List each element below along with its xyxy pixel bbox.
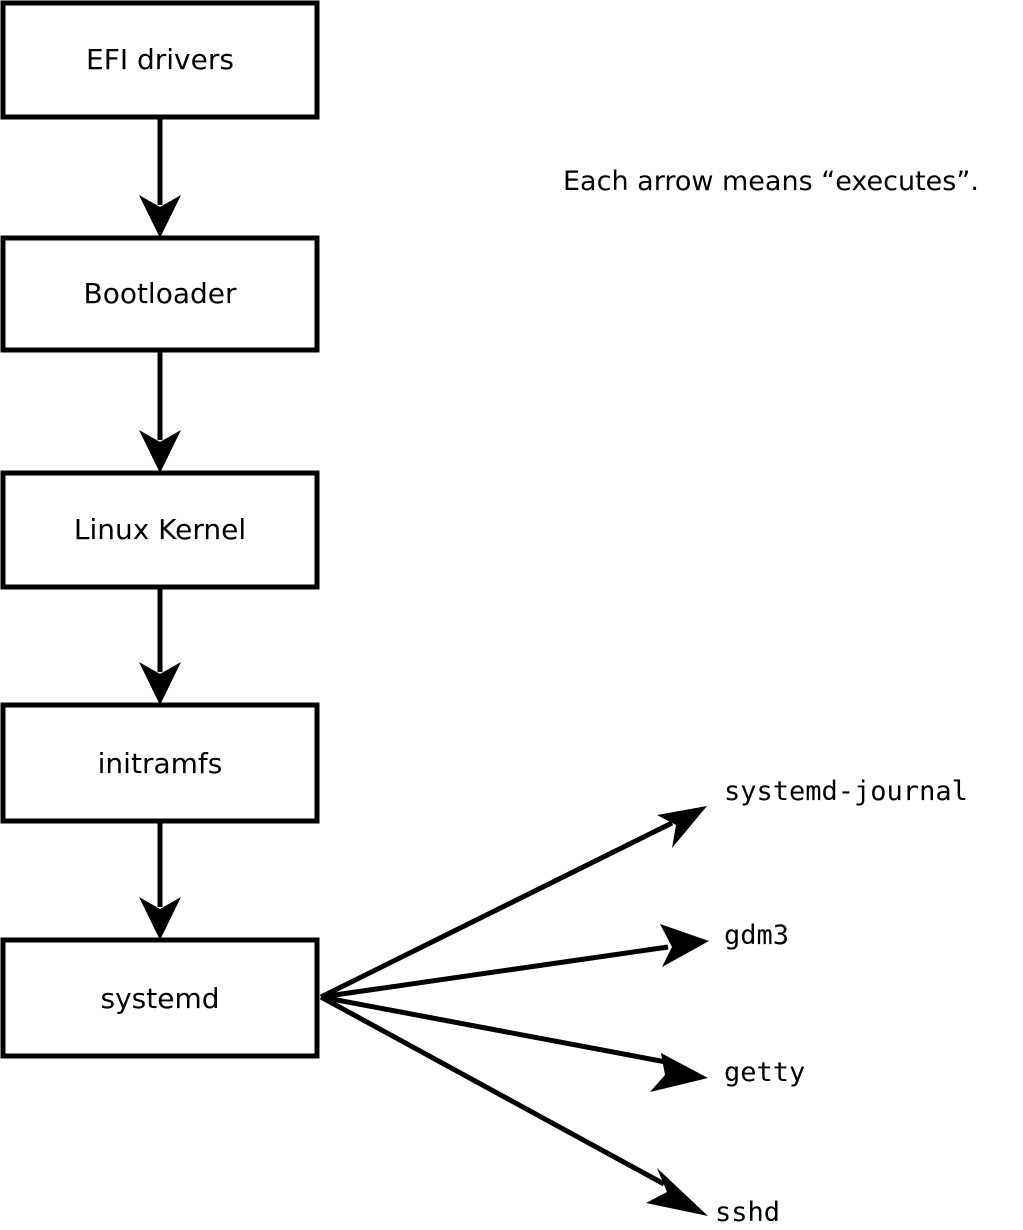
node-box-efi-drivers[interactable] — [0, 0, 320, 120]
chain-node-systemd[interactable]: systemd — [0, 937, 320, 1059]
chain-node-efi-drivers[interactable]: EFI drivers — [0, 0, 320, 120]
node-box-systemd[interactable] — [0, 937, 320, 1059]
chain-connectors — [139, 118, 181, 940]
arrow-bootloader-to-linux-kernel — [139, 351, 181, 473]
node-label-bootloader: Bootloader — [83, 277, 237, 310]
chain-node-linux-kernel[interactable]: Linux Kernel — [0, 470, 320, 590]
node-label-linux-kernel: Linux Kernel — [74, 513, 246, 546]
arrow-systemd-to-systemd-journal — [319, 806, 707, 1000]
node-label-initramfs: initramfs — [98, 747, 223, 780]
node-label-efi-drivers: EFI drivers — [86, 43, 234, 76]
service-labels: systemd-journal gdm3 getty sshd — [715, 776, 968, 1228]
arrow-efi-drivers-to-bootloader — [139, 118, 181, 238]
legend-caption: Each arrow means “executes”. — [563, 166, 979, 197]
node-box-initramfs[interactable] — [0, 702, 320, 824]
service-label-gdm3: gdm3 — [724, 920, 789, 951]
chain-node-initramfs[interactable]: initramfs — [0, 702, 320, 824]
arrow-systemd-to-sshd — [319, 994, 708, 1216]
arrow-systemd-to-gdm3 — [320, 924, 709, 1000]
node-label-systemd: systemd — [101, 982, 220, 1015]
service-label-sshd: sshd — [715, 1197, 780, 1228]
node-box-linux-kernel[interactable] — [0, 470, 320, 590]
service-connectors — [319, 806, 709, 1216]
service-label-systemd-journal: systemd-journal — [724, 776, 968, 807]
arrow-systemd-to-getty — [320, 994, 708, 1092]
node-box-bootloader[interactable] — [0, 235, 320, 353]
service-label-getty: getty — [724, 1057, 805, 1088]
chain-node-bootloader[interactable]: Bootloader — [0, 235, 320, 353]
arrow-linux-kernel-to-initramfs — [139, 588, 181, 705]
arrow-initramfs-to-systemd — [139, 822, 181, 940]
